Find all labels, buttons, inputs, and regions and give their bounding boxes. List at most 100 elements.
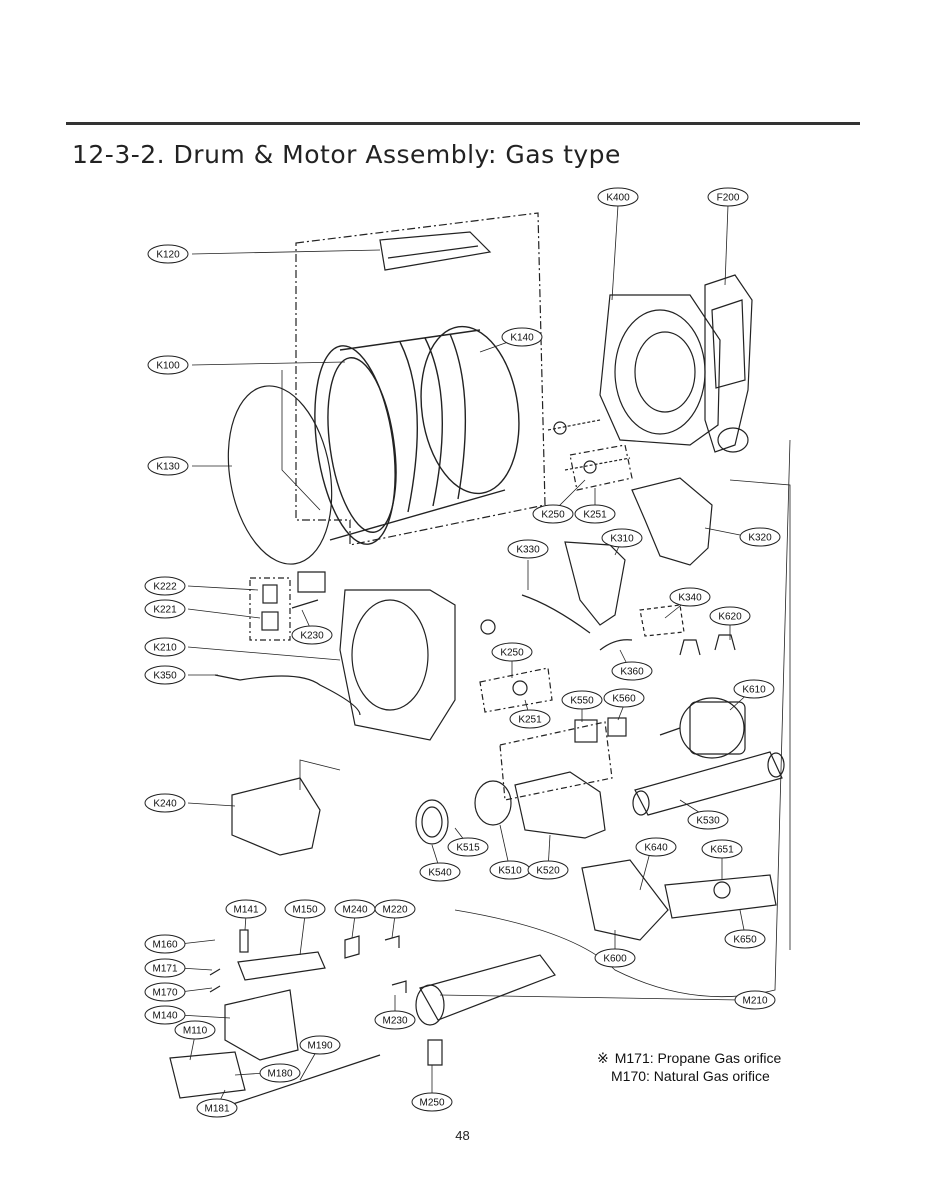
callout-m180: M180 [259, 1063, 301, 1083]
callout-bubble [291, 625, 333, 645]
callout-text: M141 [233, 905, 258, 916]
callout-k251b: K251 [509, 709, 551, 729]
wire-harness-part [214, 674, 361, 716]
callout-k640: K640 [635, 837, 677, 857]
callout-m110: M110 [174, 1020, 216, 1040]
callout-k210: K210 [144, 637, 186, 657]
header-rule [66, 122, 860, 125]
callout-text: K350 [153, 671, 177, 682]
callout-bubble [144, 793, 186, 813]
callout-bubble [739, 527, 781, 547]
callout-k221: K221 [144, 599, 186, 619]
callout-k320: K320 [739, 527, 781, 547]
callout-k230: K230 [291, 625, 333, 645]
callout-text: K610 [742, 685, 766, 696]
callout-m220: M220 [374, 899, 416, 919]
callout-bubble [669, 587, 711, 607]
exhaust-duct-part [634, 751, 783, 816]
callout-text: K250 [541, 510, 565, 521]
callout-k330: K330 [507, 539, 549, 559]
callout-text: K210 [153, 643, 177, 654]
callout-text: K360 [620, 667, 644, 678]
callout-k130: K130 [147, 456, 189, 476]
callout-bubble [574, 504, 616, 524]
callout-bubble [419, 862, 461, 882]
callout-bubble [144, 637, 186, 657]
callout-bubble [447, 837, 489, 857]
callout-text: K550 [570, 696, 594, 707]
callout-text: K140 [510, 333, 534, 344]
callout-k250b: K250 [491, 642, 533, 662]
callout-k120: K120 [147, 244, 189, 264]
callout-bubble [594, 948, 636, 968]
callout-k651: K651 [701, 839, 743, 859]
note-symbol: ※ [597, 1051, 609, 1067]
callout-text: K620 [718, 612, 742, 623]
callout-bubble [687, 810, 729, 830]
callout-text: K515 [456, 843, 480, 854]
callout-m171: M171 [144, 958, 186, 978]
callout-k251a: K251 [574, 504, 616, 524]
callout-k610: K610 [733, 679, 775, 699]
callout-text: M180 [267, 1069, 292, 1080]
callout-k515: K515 [447, 837, 489, 857]
callout-text: M230 [382, 1016, 407, 1027]
callout-text: K222 [153, 582, 177, 593]
callout-text: K640 [644, 843, 668, 854]
callout-text: K330 [516, 545, 540, 556]
callout-k360: K360 [611, 661, 653, 681]
callout-k240: K240 [144, 793, 186, 813]
callout-k550: K550 [561, 690, 603, 710]
callout-bubble [299, 1035, 341, 1055]
callout-text: F200 [717, 193, 740, 204]
callout-bubble [701, 839, 743, 859]
callout-text: K600 [603, 954, 627, 965]
drum-group-outline [295, 212, 546, 546]
callout-bubble [509, 709, 551, 729]
callout-bubble [635, 837, 677, 857]
callout-m240: M240 [334, 899, 376, 919]
duct-part [631, 477, 713, 566]
motor-mount-part [581, 859, 669, 941]
callout-text: K560 [612, 694, 636, 705]
callout-text: M190 [307, 1041, 332, 1052]
front-bulkhead-part [339, 589, 456, 741]
callout-m150: M150 [284, 899, 326, 919]
motor-part [659, 697, 746, 759]
callout-bubble [144, 599, 186, 619]
page-title: 12-3-2. Drum & Motor Assembly: Gas type [72, 140, 621, 169]
callout-text: M110 [183, 1026, 208, 1037]
callout-k310: K310 [601, 528, 643, 548]
callout-k350: K350 [144, 665, 186, 685]
note-natural: M170: Natural Gas orifice [611, 1068, 770, 1084]
callout-bubble [724, 929, 766, 949]
callout-text: K251 [518, 715, 542, 726]
belt-part [521, 594, 591, 634]
callout-k140: K140 [501, 327, 543, 347]
callout-bubble [411, 1092, 453, 1112]
callout-text: K400 [606, 193, 630, 204]
callout-bubble [597, 187, 639, 207]
impeller-part [474, 780, 512, 826]
callout-bubble [284, 899, 326, 919]
callout-bubble [603, 688, 645, 708]
callout-bubble [144, 958, 186, 978]
gas-valve-part [169, 1051, 246, 1099]
callout-bubble [374, 899, 416, 919]
shaft-part [547, 419, 631, 471]
callout-text: K250 [500, 648, 524, 659]
callout-text: M220 [382, 905, 407, 916]
page-number: 48 [455, 1128, 470, 1143]
callout-text: K130 [156, 462, 180, 473]
callout-m190: M190 [299, 1035, 341, 1055]
callout-f200: F200 [707, 187, 749, 207]
callout-text: M171 [152, 964, 177, 975]
callout-text: K230 [300, 631, 324, 642]
callout-bubble [507, 539, 549, 559]
callout-m181: M181 [196, 1098, 238, 1118]
callout-bubble [147, 456, 189, 476]
callout-m141: M141 [225, 899, 267, 919]
callout-k400: K400 [597, 187, 639, 207]
drum-part [314, 325, 520, 545]
